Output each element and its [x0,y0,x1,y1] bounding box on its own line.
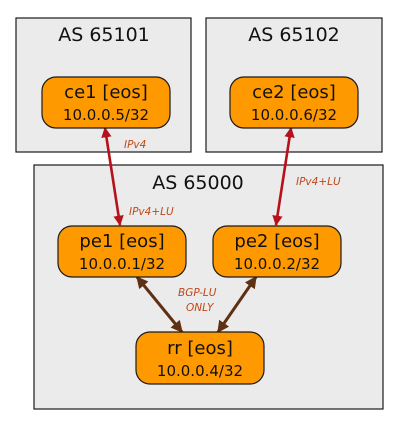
node-pe2-ip: 10.0.0.2/32 [234,255,320,273]
annotation-pe1-ipv4-lu: IPv4+LU [129,206,174,218]
node-pe1-ip: 10.0.0.1/32 [79,255,165,273]
annotation-ce1-ipv4: IPv4 [124,139,146,151]
link-ce1-pe1 [101,126,124,227]
node-ce2-ip: 10.0.0.6/32 [251,106,337,124]
node-ce2[interactable]: ce2 [eos] 10.0.0.6/32 [229,76,359,129]
as-label-65102: AS 65102 [248,24,340,46]
as-label-65000: AS 65000 [152,172,244,194]
node-pe1[interactable]: pe1 [eos] 10.0.0.1/32 [57,225,187,278]
node-rr-ip: 10.0.0.4/32 [157,362,243,380]
annotation-only: ONLY [186,302,215,314]
node-pe1-name: pe1 [eos] [79,231,164,252]
node-rr-name: rr [eos] [167,338,233,359]
node-rr[interactable]: rr [eos] 10.0.0.4/32 [135,331,265,385]
link-pe1-rr [135,276,184,333]
annotation-bgp-lu: BGP-LU [178,287,217,299]
link-ce2-pe2 [272,126,295,227]
node-pe2-name: pe2 [eos] [234,231,319,252]
node-ce2-name: ce2 [eos] [252,82,336,103]
node-ce1-ip: 10.0.0.5/32 [63,106,149,124]
node-ce1-name: ce1 [eos] [64,82,148,103]
node-pe2[interactable]: pe2 [eos] 10.0.0.2/32 [212,225,342,278]
link-pe2-rr [216,276,258,333]
annotation-ce2-ipv4-lu: IPv4+LU [296,176,341,188]
as-label-65101: AS 65101 [58,24,150,46]
node-ce1[interactable]: ce1 [eos] 10.0.0.5/32 [41,76,171,129]
